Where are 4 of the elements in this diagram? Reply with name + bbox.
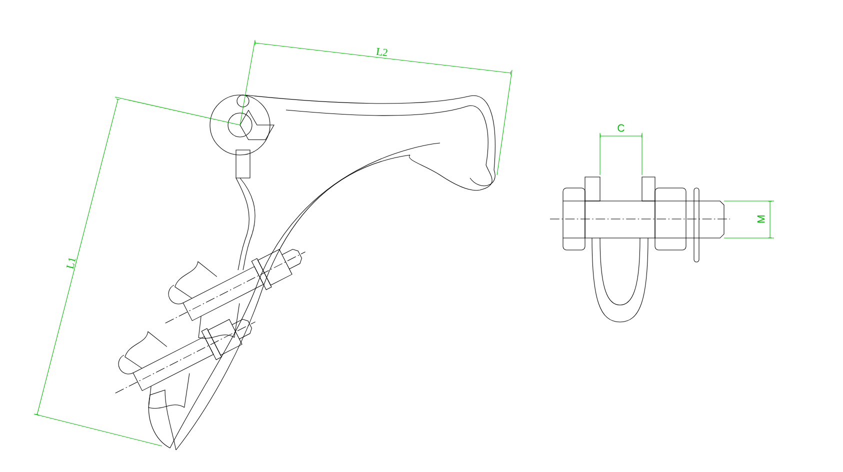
dimension-label: C: [616, 124, 626, 132]
dimension-label: L2: [375, 47, 389, 57]
dimension-label: L1: [66, 256, 76, 270]
dimension-label: M: [756, 214, 766, 224]
